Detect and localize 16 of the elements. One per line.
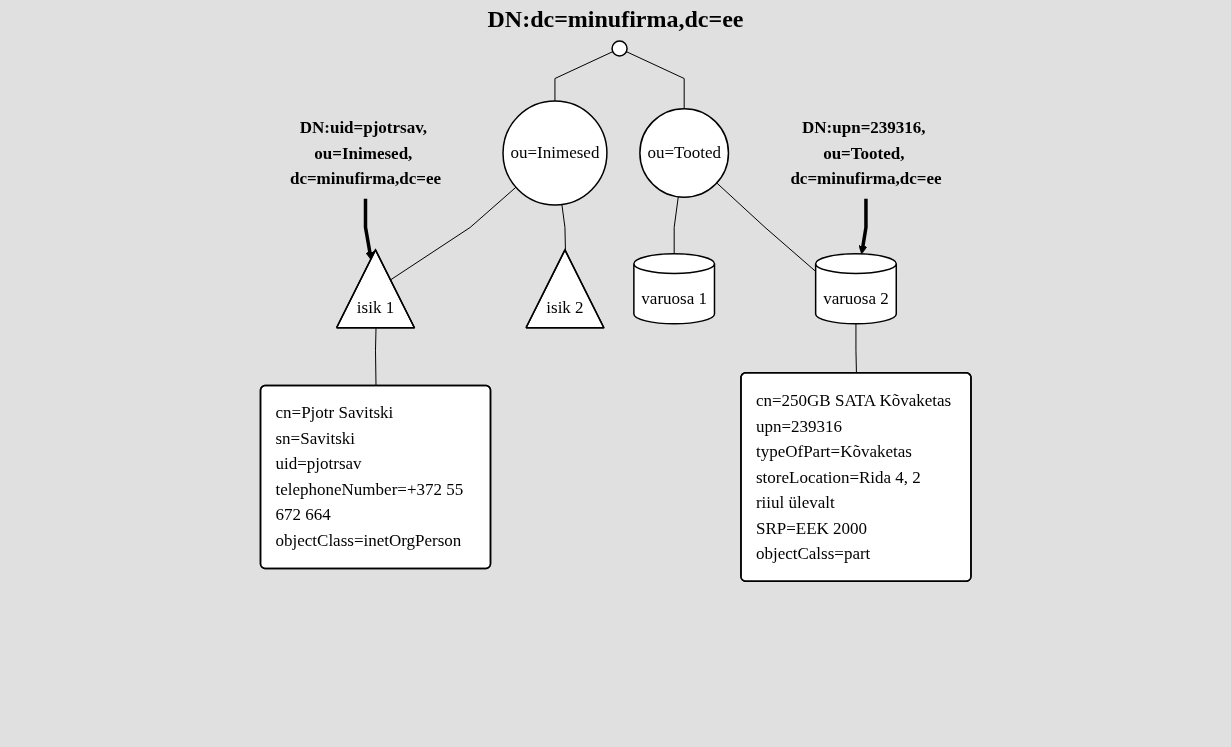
diagram-title: DN:dc=minufirma,dc=ee	[486, 6, 745, 33]
connector	[716, 182, 816, 272]
node-circle	[611, 40, 628, 57]
connector	[554, 51, 614, 102]
node-text: DN:upn=239316, ou=Tooted, dc=minufirma,dc=ee	[790, 117, 942, 188]
node-circle: ou=Tooted	[638, 107, 729, 198]
connector	[389, 186, 517, 281]
node-circle: ou=Inimesed	[502, 100, 608, 206]
node-text: DN:uid=pjotrsav, ou=Inimesed, dc=minufirma,dc=ee	[289, 117, 441, 188]
arrow	[858, 198, 868, 255]
connector	[673, 196, 679, 255]
connector	[855, 323, 857, 374]
connector	[625, 51, 685, 110]
connector	[374, 327, 377, 387]
arrow	[363, 198, 374, 261]
connector	[561, 203, 566, 251]
